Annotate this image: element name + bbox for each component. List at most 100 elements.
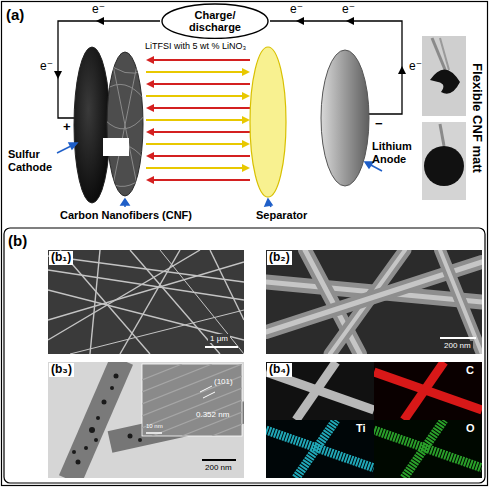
eds-map: [374, 420, 482, 478]
electron-label: e⁻: [92, 3, 105, 17]
tem-image: [94, 438, 98, 442]
part-label: Separator: [256, 209, 307, 222]
tem-image: [76, 460, 81, 465]
lattice-label: 0.352 nm: [196, 410, 229, 419]
ion-arrows: [146, 104, 154, 112]
ion-arrows: [146, 119, 246, 121]
hrtem-inset: [142, 364, 242, 436]
tem-image: [70, 362, 122, 478]
eds-map: [296, 420, 336, 478]
cnf-texture: [110, 50, 140, 200]
electron-arrow: [296, 17, 304, 25]
electron-label: e⁻: [40, 60, 53, 74]
subpanel-letter: (b₂): [267, 251, 292, 265]
sem-image: [266, 250, 482, 354]
sem-image: [160, 250, 244, 354]
ion-arrows: [150, 107, 250, 109]
ion-arrows: [242, 140, 250, 148]
cnf-texture: [110, 50, 140, 200]
sem-image: [440, 250, 482, 354]
ion-arrows: [242, 164, 250, 172]
ion-arrows: [150, 131, 250, 133]
node-text: Charge/ discharge: [184, 9, 246, 33]
sem-image: [48, 290, 244, 340]
scale-label: 200 nm: [442, 341, 473, 350]
eds-map: [404, 420, 444, 478]
sem-image: [60, 250, 150, 354]
separator-disc: [250, 47, 286, 197]
tem-image: [96, 416, 100, 420]
tem-image: [138, 438, 142, 442]
tem-image: [70, 362, 244, 478]
tem-image: [72, 450, 76, 454]
photo-bg: [422, 36, 466, 116]
cnf-texture: [105, 60, 145, 73]
tem-image: [142, 364, 182, 380]
electron-arrow: [54, 71, 62, 79]
sem-image: [266, 250, 482, 354]
tem-image: [102, 400, 107, 405]
sem-image: [120, 250, 180, 354]
lithium-anode: [321, 50, 369, 186]
eds-map: [266, 420, 374, 478]
scale-bar: [146, 432, 162, 434]
electron-label: e⁻: [290, 3, 303, 17]
scale-label: 10 nm: [146, 423, 163, 430]
ion-arrows: [242, 92, 250, 100]
ion-arrows: [146, 167, 246, 169]
ion-arrows: [146, 95, 246, 97]
sem-image: [70, 310, 244, 354]
electron-arrow: [96, 17, 104, 25]
subpanel-letter: (b₃): [49, 363, 74, 377]
electron-arrow: [398, 66, 406, 74]
polarity-sign: +: [63, 120, 71, 135]
ion-arrows: [242, 116, 250, 124]
tweezers: [440, 124, 444, 146]
ion-arrows: [150, 155, 250, 157]
eds-map: [266, 362, 374, 420]
element-label: O: [466, 422, 475, 435]
tem-image: [142, 364, 242, 436]
cnf-mat: [424, 146, 464, 186]
polarity-sign: −: [375, 117, 383, 132]
eds-map: [374, 420, 482, 478]
tem-image: [142, 388, 242, 428]
panel-letter: (a): [6, 6, 24, 23]
sem-image: [48, 250, 244, 354]
eds-map: [374, 362, 482, 420]
eds-map: [404, 362, 444, 420]
eds-map: [266, 362, 374, 420]
tem-image: [128, 434, 133, 439]
sem-image: [440, 250, 482, 354]
tem-image: [142, 364, 212, 392]
ion-arrows: [146, 56, 154, 64]
part-label: Lithium Anode: [372, 140, 418, 165]
scale-label: 200 nm: [203, 463, 234, 472]
part-label: Sulfur Cathode: [8, 148, 58, 173]
tem-image: [48, 362, 244, 478]
electrolyte-label: LiTFSI with 5 wt % LiNO₃: [145, 41, 246, 51]
eds-map: [266, 362, 374, 420]
ion-arrows: [242, 68, 250, 76]
leader-arrow: [121, 199, 129, 205]
lattice-label: (101): [214, 377, 233, 386]
eds-map: [296, 362, 336, 420]
eds-map: [374, 420, 482, 478]
electron-label: e⁻: [409, 60, 422, 74]
ion-arrows: [146, 176, 154, 184]
element-label: C: [466, 364, 474, 377]
lattice-marker: [200, 386, 212, 392]
cell-illustration: [74, 47, 369, 203]
subpanel-letter: (b₄): [267, 363, 292, 377]
scale-bar: [205, 346, 238, 348]
cnf-texture: [105, 50, 145, 200]
tem-image: [89, 427, 95, 433]
ion-arrows: [150, 179, 250, 181]
tweezers: [440, 38, 449, 70]
ellipse-shape: [162, 4, 268, 38]
leader-arrow: [265, 199, 272, 206]
sulfur-cathode: [74, 47, 110, 203]
